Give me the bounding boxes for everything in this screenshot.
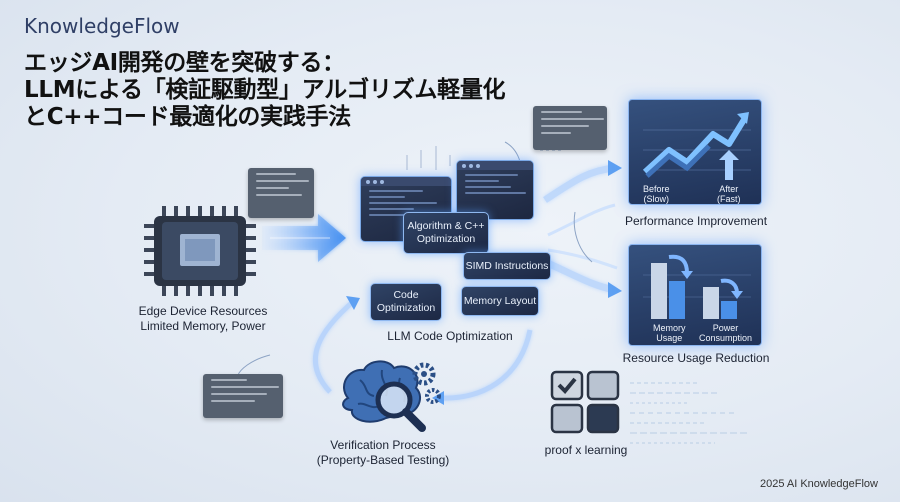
gear-icon [412,362,441,404]
verification-loop-left [312,298,357,394]
title-line-1: エッジAI開発の壁を突破する： [24,50,345,76]
footer-copyright: 2025 AI KnowledgeFlow [759,478,878,490]
performance-after-label: After (Fast) [717,184,741,204]
verification-loop-right [439,329,533,401]
title-line-2: LLMによる「検証駆動型」アルゴリズム軽量化 [24,77,506,103]
resource-usage-reduction-label: Resource Usage Reduction [622,351,770,365]
magnifier-icon [375,381,426,432]
performance-before-label: Before (Slow) [643,184,670,204]
data-stream-lines [630,382,750,444]
code-snippet-bottom-left [203,374,283,418]
card-simd-instructions: SIMD Instructions [463,252,551,280]
code-snippet-left [248,168,314,218]
bar-decrease-icon [643,254,751,319]
power-consumption-label: Power Consumption [699,323,753,343]
card-algorithm-optimization: Algorithm & C++ Optimization [403,212,489,254]
performance-panel: Before (Slow) After (Fast) [628,99,762,205]
code-window-2 [456,160,534,220]
chip-icon [144,206,256,296]
page-title: エッジAI開発の壁を突破する： LLMによる「検証駆動型」アルゴリズム軽量化 と… [24,50,506,131]
to-resource-arrow [543,258,616,294]
card-memory-layout: Memory Layout [461,286,539,316]
llm-code-optimization-label: LLM Code Optimization [387,329,513,343]
to-performance-arrow [543,164,616,203]
proof-learning-label: proof x learning [544,443,628,457]
edge-device-label: Edge Device Resources Limited Memory, Po… [138,304,268,333]
title-line-3: とC++コード最適化の実践手法 [24,104,351,130]
memory-usage-label: Memory Usage [653,323,686,343]
edge-to-llm-arrow [262,214,346,262]
card-code-optimization: Code Optimization [370,283,442,321]
verification-process-label: Verification Process (Property-Based Tes… [316,438,450,467]
resource-panel: Memory Usage Power Consumption [628,244,762,346]
trend-up-icon [642,112,751,180]
code-snippet-top [533,106,607,150]
performance-improvement-label: Performance Improvement [624,214,768,228]
checkbox-grid-icon [550,370,620,434]
brand-logo: KnowledgeFlow [24,14,180,38]
